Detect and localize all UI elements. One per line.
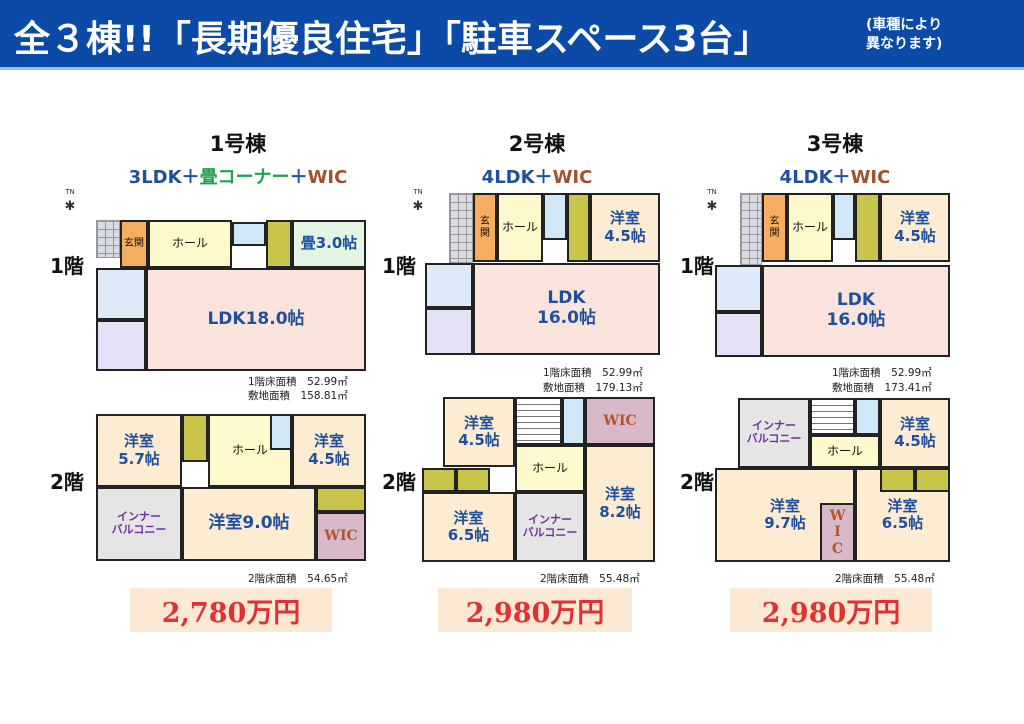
- compass-star-icon: ✱: [64, 199, 76, 214]
- floor-2-label: 2階: [382, 470, 416, 494]
- page-title: 全３棟!!「長期優良住宅」「駐車スペース3台」: [14, 19, 770, 60]
- price-tag: 2,780万円: [130, 588, 332, 632]
- room-toilet: [562, 397, 585, 445]
- closet: [880, 468, 915, 492]
- entrance-porch-tiles: [96, 220, 120, 258]
- room-inner-balcony: インナー バルコニー: [96, 487, 182, 561]
- stairs: [515, 397, 562, 445]
- plan-part: ＋: [289, 167, 308, 188]
- site-area: 敷地面積 173.41㎡: [832, 382, 932, 394]
- room-inner-balcony: インナー バルコニー: [515, 492, 585, 562]
- parking-note: (車種により 異なります): [866, 17, 943, 52]
- room-hall: ホール: [515, 445, 585, 492]
- floor-2-area: 2階床面積 55.48㎡: [835, 573, 935, 585]
- closet: [855, 193, 880, 262]
- room-bathroom: [425, 308, 473, 355]
- room-toilet: [855, 398, 880, 435]
- room-ldk: LDK18.0帖: [146, 268, 366, 371]
- site-area: 敷地面積 158.81㎡: [248, 390, 348, 402]
- stairs: [810, 398, 855, 435]
- room-toilet: [232, 222, 266, 246]
- room-western: 洋室9.0帖: [182, 487, 316, 561]
- compass-label: TN: [65, 188, 75, 196]
- room-western: 洋室 4.5帖: [880, 398, 950, 468]
- north-compass-icon: TN ✱: [704, 188, 720, 213]
- house-name: 2号棟: [508, 132, 566, 156]
- plan-part: 3LDK＋: [128, 167, 200, 188]
- house-name: 3号棟: [806, 132, 864, 156]
- closet: [182, 414, 208, 462]
- floor-1-label: 1階: [680, 254, 714, 278]
- plan-part: WIC: [850, 167, 891, 188]
- room-toilet: [833, 193, 855, 240]
- closet: [422, 468, 456, 492]
- room-western: 洋室 4.5帖: [590, 193, 660, 262]
- room-tatami: 畳3.0帖: [292, 220, 366, 268]
- room-washroom: [425, 263, 473, 308]
- floor-1-area: 1階床面積 52.99㎡: [832, 367, 932, 379]
- north-compass-icon: TN ✱: [62, 188, 78, 213]
- room-hall: ホール: [810, 435, 880, 468]
- room-western: 洋室 4.5帖: [443, 397, 515, 467]
- room-western: 洋室 8.2帖: [585, 445, 655, 562]
- compass-label: TN: [413, 188, 423, 196]
- compass-star-icon: ✱: [706, 199, 718, 214]
- plan-part: 4LDK＋: [779, 167, 851, 188]
- room-inner-balcony: インナー バルコニー: [738, 398, 810, 468]
- room-ldk: LDK 16.0帖: [473, 263, 660, 355]
- room-toilet: [270, 414, 292, 450]
- room-entrance: 玄 関: [762, 193, 787, 262]
- plan-part: WIC: [552, 167, 593, 188]
- room-hall: ホール: [787, 193, 833, 262]
- room-toilet: [543, 193, 567, 240]
- plan-type: 4LDK＋WIC: [685, 163, 985, 189]
- north-compass-icon: TN ✱: [410, 188, 426, 213]
- floor-2-area: 2階床面積 54.65㎡: [248, 573, 348, 585]
- floor-1-label: 1階: [382, 254, 416, 278]
- room-wic: WIC: [585, 397, 655, 445]
- room-washroom: [96, 268, 146, 320]
- closet: [456, 468, 490, 492]
- closet: [266, 220, 292, 268]
- plan-type: 4LDK＋WIC: [387, 163, 687, 189]
- plan-part: WIC: [307, 167, 348, 188]
- plan-part: 4LDK＋: [481, 167, 553, 188]
- floor-1-area: 1階床面積 52.99㎡: [248, 376, 348, 388]
- site-area: 敷地面積 179.13㎡: [543, 382, 643, 394]
- entrance-porch-tiles: [740, 193, 762, 265]
- room-wic: WIC: [316, 512, 366, 561]
- room-ldk: LDK 16.0帖: [762, 265, 950, 357]
- floor-1-area: 1階床面積 52.99㎡: [543, 367, 643, 379]
- plan-part: 畳コーナー: [199, 167, 290, 188]
- room-western: 洋室 6.5帖: [422, 492, 515, 562]
- room-entrance: 玄 関: [473, 193, 497, 262]
- room-western: 洋室 5.7帖: [96, 414, 182, 487]
- room-bathroom: [96, 320, 146, 371]
- floor-1-label: 1階: [50, 254, 84, 278]
- compass-star-icon: ✱: [412, 199, 424, 214]
- closet: [316, 487, 366, 512]
- header-banner: 全３棟!!「長期優良住宅」「駐車スペース3台」 (車種により 異なります): [0, 0, 1024, 70]
- room-wic: W I C: [820, 503, 855, 562]
- floor-2-area: 2階床面積 55.48㎡: [540, 573, 640, 585]
- house-name: 1号棟: [209, 132, 267, 156]
- floor-2-label: 2階: [50, 470, 84, 494]
- plan-type: 3LDK＋畳コーナー＋WIC: [88, 163, 388, 189]
- room-western: 洋室 4.5帖: [292, 414, 366, 487]
- room-bathroom: [715, 312, 762, 357]
- price-tag: 2,980万円: [730, 588, 932, 632]
- closet: [915, 468, 950, 492]
- compass-label: TN: [707, 188, 717, 196]
- closet: [567, 193, 590, 262]
- room-washroom: [715, 265, 762, 312]
- room-western: 洋室 4.5帖: [880, 193, 950, 262]
- room-hall: ホール: [497, 193, 543, 262]
- room-entrance: 玄関: [120, 220, 148, 268]
- room-hall: ホール: [148, 220, 232, 268]
- floor-2-label: 2階: [680, 470, 714, 494]
- entrance-porch-tiles: [449, 193, 473, 263]
- price-tag: 2,980万円: [438, 588, 632, 632]
